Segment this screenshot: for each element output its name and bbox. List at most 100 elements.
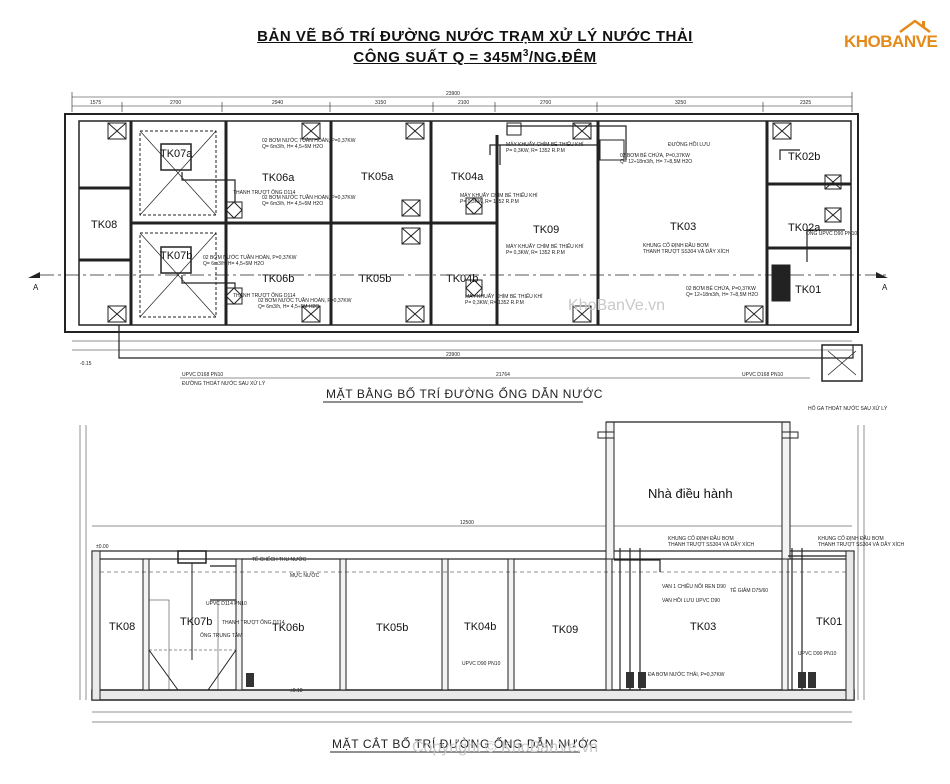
capacity-suffix: /NG.ĐÊM (528, 49, 597, 66)
svg-text:A: A (33, 283, 39, 292)
pipe-label-right: UPVC D168 PN10 (742, 372, 783, 378)
tank-label-tk02a: TK02a (788, 222, 821, 234)
section-note-pipe-d114: UPVC D114 PN10 (206, 601, 247, 607)
capacity-prefix: CÔNG SUẤT Q = 345M (353, 49, 523, 66)
section-note-guide-d114: THANH TRƯỢT ỐNG D114 (222, 619, 285, 626)
plan-note-recirc-flow-b2: Q= 6m3/h, H= 4,5÷5M H2O (258, 304, 319, 310)
section-tank-tk03: TK03 (690, 621, 716, 633)
section-tank-tk06b: TK06b (272, 622, 304, 634)
plan-notes: 02 BƠM NƯỚC TUẦN HOÀN, P=0,37KW Q= 6m3/h… (80, 137, 888, 412)
dim-top-2: 2700 (170, 100, 181, 106)
plan-view (40, 92, 890, 403)
plan-note-pipe-d90: ỐNG UPVC D90 PN10 (806, 230, 857, 237)
dim-top-8: 2325 (800, 100, 811, 106)
plan-watermark: KhoBanVe.vn (568, 297, 665, 314)
section-note-pump-frame: KHUNG CỐ ĐỊNH ĐẦU BƠM (668, 535, 734, 542)
drawing-title: BẢN VẼ BỐ TRÍ ĐƯỜNG NƯỚC TRẠM XỬ LÝ NƯỚC… (257, 28, 693, 45)
section-note-center-pipe: ỐNG TRUNG TÂM (200, 632, 242, 639)
section-note-guide-chain: THANH TRƯỢT SS304 VÀ DÂY XÍCH (668, 541, 754, 548)
overall-dim-top: 23900 (446, 91, 460, 97)
plan-note-mixer-spec-tk09: P= 0,3KW, R= 1352 R.P.M (506, 148, 565, 154)
plan-note-recirc-pump-a: 02 BƠM NƯỚC TUẦN HOÀN, P=0,37KW (262, 137, 356, 144)
section-marker-left: A (28, 272, 40, 292)
plan-note-mixer-spec-tk04a: P= 0,3KW, R= 1352 R.P.M (460, 199, 519, 205)
plan-note-pump-frame: KHUNG CỐ ĐỊNH ĐẦU BƠM (643, 242, 709, 249)
section-note-check-valve: VAN 1 CHIỀU NỐI REN D90 (662, 583, 726, 590)
plan-note-recirc-flow-b: Q= 6m3/h, H= 4,5÷5M H2O (203, 261, 264, 267)
plan-note-return-line: ĐƯỜNG HỒI LƯU (668, 141, 710, 148)
plan-note-tk03-pump: 02 BƠM BỂ CHỨA, P=0,37KW (620, 152, 690, 159)
dim-top-3: 2940 (272, 100, 283, 106)
section-tank-tk04b: TK04b (464, 621, 496, 633)
tank-label-tk02b: TK02b (788, 151, 820, 163)
tank-label-tk05a: TK05a (361, 171, 394, 183)
section-tank-tk09: TK09 (552, 624, 578, 636)
section-marker-right: A (876, 272, 888, 292)
section-note-pump: ĐA BƠM NƯỚC THẢI, P=0,37KW (648, 671, 725, 678)
plan-tank-labels: TK08 TK07a TK07b TK06a TK06b TK05a TK05b… (91, 148, 821, 296)
tank-label-tk03: TK03 (670, 221, 696, 233)
section-note-guide-chain-right: THANH TRƯỢT SS304 VÀ DÂY XÍCH (818, 541, 904, 548)
plan-note-recirc-pump-b: 02 BƠM NƯỚC TUẦN HOÀN, P=0,37KW (203, 254, 297, 261)
plan-note-storage-pump: 02 BƠM BỂ CHỨA, P=0,37KW (686, 285, 756, 292)
plan-level-note: -0.15 (80, 361, 92, 367)
capacity-subtitle: CÔNG SUẤT Q = 345M3/NG.ĐÊM (0, 48, 950, 66)
capacity-superscript: 3 (522, 48, 529, 59)
logo-text: KHOBANVE (844, 32, 938, 51)
plan-note-mixer-tk09: MÁY KHUẤY CHÌM BỂ THIẾU KHÍ (506, 141, 584, 148)
section-note-water-intake: TÊ CHẾCH THU NƯỚC (252, 555, 307, 563)
section-note-water-level: MỰC NƯỚC (290, 572, 320, 579)
plan-note-guide-rail-a: THANH TRƯỢT ỐNG D114 (233, 189, 296, 196)
outlet-pipe-label: ĐƯỜNG THOÁT NƯỚC SAU XỬ LÝ (182, 380, 266, 387)
section-tank-tk01: TK01 (816, 616, 842, 628)
section-tank-tk05b: TK05b (376, 622, 408, 634)
plan-note-mixer-spec-tk09b: P= 0,3KW, R= 1352 R.P.M (506, 250, 565, 256)
dim-top-1: 1575 (90, 100, 101, 106)
section-tank-tk08: TK08 (109, 621, 135, 633)
tank-label-tk08: TK08 (91, 219, 117, 231)
tank-label-tk04a: TK04a (451, 171, 484, 183)
house-roof-icon (899, 19, 931, 34)
plan-note-mixer-tk04a: MÁY KHUẤY CHÌM BỂ THIẾU KHÍ (460, 192, 538, 199)
dim-top-7: 3250 (675, 100, 686, 106)
plan-dimensions: 23900 1575 2700 2940 3150 2100 2700 3250… (90, 91, 811, 378)
tank-label-tk05b: TK05b (359, 273, 391, 285)
plan-note-mixer-tk09b: MÁY KHUẤY CHÌM BỂ THIẾU KHÍ (506, 243, 584, 250)
section-note-pipe-d90: UPVC D90 PN10 (462, 661, 501, 667)
overall-dim-bottom: 23900 (446, 352, 460, 358)
plan-note-storage-flow: Q= 12÷18m3/h, H= 7÷8,5M H2O (686, 292, 758, 298)
tank-label-tk04b: TK04b (446, 273, 478, 285)
section-watermark: Copyright © KhoBanVe.vn (412, 739, 598, 756)
section-note-pipe-d90-right: UPVC D90 PN10 (798, 651, 837, 657)
section-tank-tk07b: TK07b (180, 616, 212, 628)
plan-note-guide-rail-b: THANH TRƯỢT ỐNG D114 (233, 292, 296, 299)
section-level-bottom: ±0.18 (290, 688, 303, 694)
pipe-label-left: UPVC D168 PN10 (182, 372, 223, 378)
section-note-reducer: TÊ GIẢM D75/60 (730, 586, 768, 594)
dim-top-6: 2700 (540, 100, 551, 106)
tank-label-tk01: TK01 (795, 284, 821, 296)
section-note-pump-frame-right: KHUNG CỐ ĐỊNH ĐẦU BƠM (818, 535, 884, 542)
svg-text:A: A (882, 283, 888, 292)
plan-note-recirc-pump-a2: 02 BƠM NƯỚC TUẦN HOÀN, P=0,37KW (262, 194, 356, 201)
pipe-length-dim: 21764 (496, 372, 510, 378)
section-level-top: ±0.00 (96, 544, 109, 550)
tank-label-tk06b: TK06b (262, 273, 294, 285)
section-note-return-valve: VAN HỒI LƯU UPVC D90 (662, 597, 720, 604)
plan-note-mixer-tk04b: MÁY KHUẤY CHÌM BỂ THIẾU KHÍ (465, 293, 543, 300)
tank-label-tk09: TK09 (533, 224, 559, 236)
section-overall-dim: 12500 (460, 520, 474, 526)
plan-note-recirc-flow-a2: Q= 6m3/h, H= 4,5÷5M H2O (262, 201, 323, 207)
plan-note-recirc-flow-a: Q= 6m3/h, H= 4,5÷5M H2O (262, 144, 323, 150)
dim-top-5: 2100 (458, 100, 469, 106)
plan-note-guide-chain: THANH TRƯỢT SS304 VÀ DÂY XÍCH (643, 248, 729, 255)
manhole-label: HỐ GA THOÁT NƯỚC SAU XỬ LÝ (808, 405, 888, 412)
plan-caption: MẶT BẰNG BỐ TRÍ ĐƯỜNG ỐNG DẪN NƯỚC (326, 386, 603, 401)
section-tank-labels: TK08 TK07b TK06b TK05b TK04b TK09 TK03 T… (109, 486, 842, 636)
khobanve-logo: KHOBANVE (840, 16, 938, 60)
section-caption: MẶT CẮT BỐ TRÍ ĐƯỜNG ỐNG DẪN NƯỚC (332, 736, 598, 751)
building-label: Nhà điều hành (648, 486, 733, 501)
section-notes: 12500 TÊ CHẾCH THU NƯỚC MỰC NƯỚC UPVC D1… (96, 520, 904, 694)
section-view (79, 421, 865, 753)
plan-note-mixer-spec-tk04b: P= 0,3KW, R= 1352 R.P.M (465, 300, 524, 306)
